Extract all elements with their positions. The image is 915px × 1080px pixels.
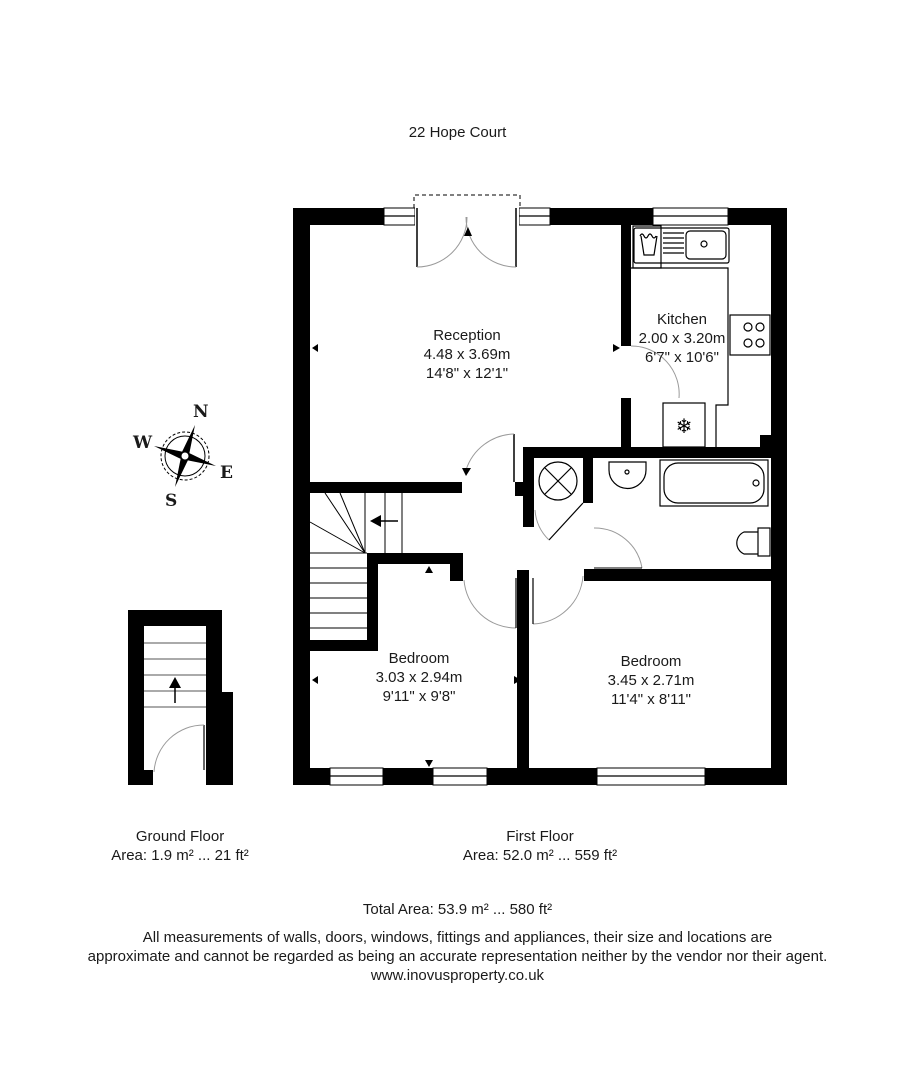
first-floor-plan: ❄ [293, 194, 787, 786]
room-label-kitchen: Kitchen 2.00 x 3.20m 6'7" x 10'6" [624, 310, 740, 367]
floor-name: First Floor [506, 828, 574, 845]
room-imperial: 9'11" x 9'8" [382, 688, 456, 705]
freezer-snowflake-icon: ❄ [676, 414, 693, 438]
property-title: 22 Hope Court [408, 124, 507, 141]
room-metric: 3.45 x 2.71m [607, 672, 695, 689]
disclaimer-line-2: approximate and cannot be regarded as be… [87, 948, 828, 965]
disclaimer: All measurements of walls, doors, window… [0, 928, 915, 985]
compass-north-label: N [193, 402, 209, 422]
room-label-bedroom-2: Bedroom 3.45 x 2.71m 11'4" x 8'11" [581, 652, 721, 709]
room-name: Reception [433, 327, 501, 344]
room-name: Bedroom [388, 650, 450, 667]
room-name: Bedroom [620, 653, 682, 670]
room-imperial: 11'4" x 8'11" [610, 691, 692, 708]
compass-rose-icon [154, 425, 216, 487]
room-metric: 4.48 x 3.69m [423, 346, 511, 363]
room-imperial: 6'7" x 10'6" [645, 349, 719, 366]
room-imperial: 14'8" x 12'1" [425, 365, 509, 382]
compass-south-label: S [165, 491, 178, 511]
room-metric: 2.00 x 3.20m [638, 330, 726, 347]
floor-area: Area: 52.0 m² ... 559 ft² [462, 847, 618, 864]
room-name: Kitchen [656, 311, 708, 328]
ground-floor-caption: Ground Floor Area: 1.9 m² ... 21 ft² [80, 827, 280, 865]
ground-floor-plan [128, 610, 233, 785]
website-link[interactable]: www.inovusproperty.co.uk [370, 967, 545, 984]
disclaimer-line-1: All measurements of walls, doors, window… [142, 929, 773, 946]
compass-west-label: W [133, 433, 153, 453]
compass-east-label: E [220, 463, 233, 483]
room-label-bedroom-1: Bedroom 3.03 x 2.94m 9'11" x 9'8" [349, 649, 489, 706]
first-floor-caption: First Floor Area: 52.0 m² ... 559 ft² [420, 827, 660, 865]
room-label-reception: Reception 4.48 x 3.69m 14'8" x 12'1" [397, 326, 537, 383]
floor-name: Ground Floor [135, 828, 225, 845]
total-area: Total Area: 53.9 m² ... 580 ft² [362, 901, 553, 918]
floor-area: Area: 1.9 m² ... 21 ft² [111, 847, 249, 864]
room-metric: 3.03 x 2.94m [375, 669, 463, 686]
